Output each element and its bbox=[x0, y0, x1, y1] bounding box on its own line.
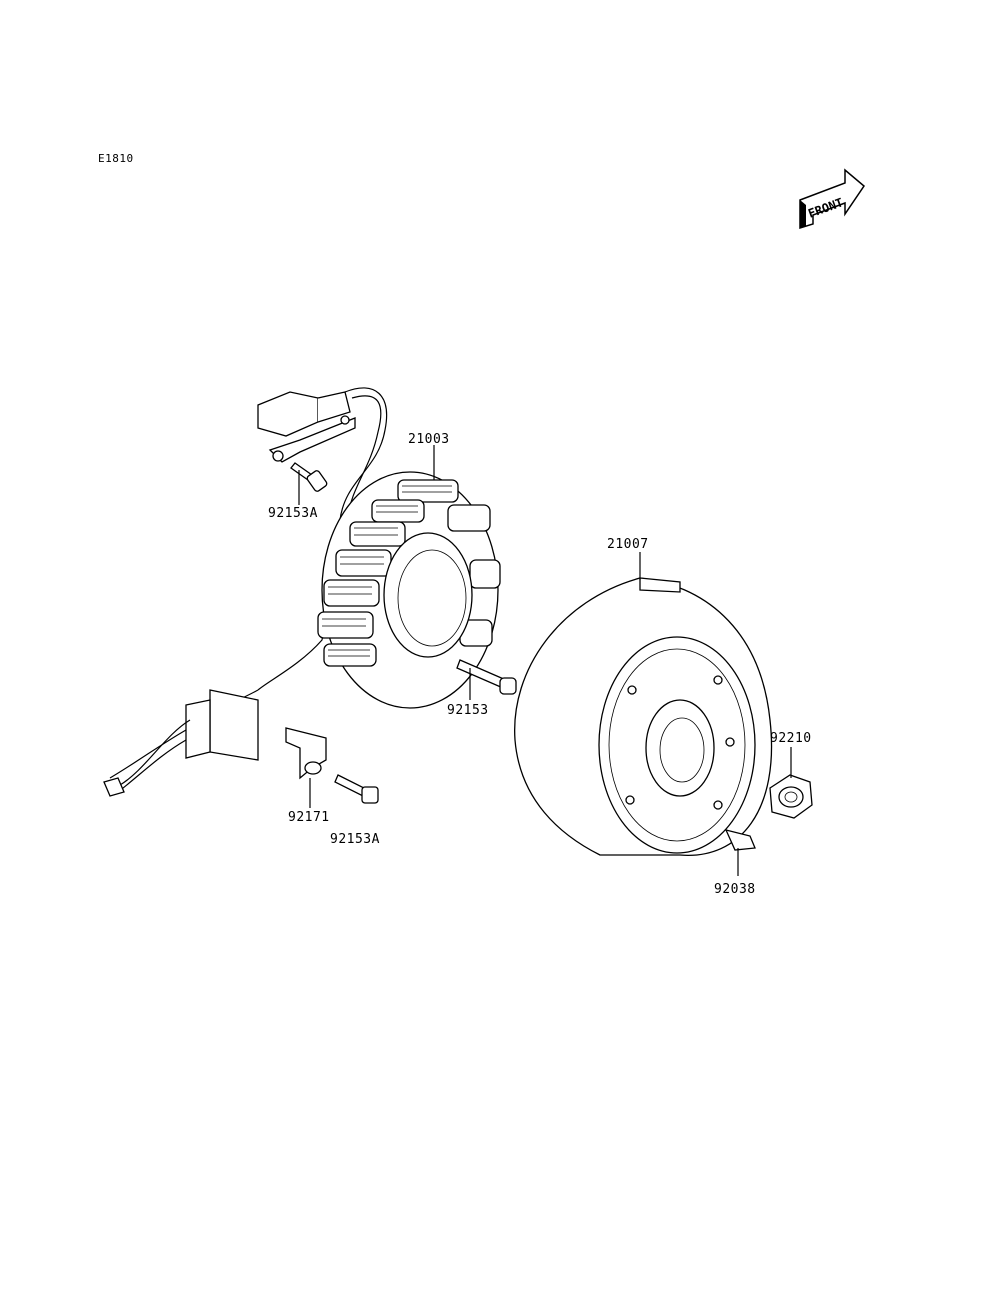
nut-92210 bbox=[769, 774, 813, 819]
part-number-21007: 21007 bbox=[607, 537, 649, 552]
wire-connector bbox=[103, 689, 259, 797]
diagram-code: E1810 bbox=[98, 152, 134, 165]
key-92038 bbox=[724, 829, 756, 851]
part-number-21003: 21003 bbox=[408, 432, 450, 447]
part-number-92153a-bottom: 92153A bbox=[330, 832, 380, 847]
pickup-coil bbox=[257, 391, 356, 463]
part-number-92038: 92038 bbox=[714, 882, 756, 897]
bolt-92153 bbox=[456, 659, 517, 695]
rotor-21007 bbox=[514, 577, 773, 856]
part-number-92171: 92171 bbox=[288, 810, 330, 825]
part-number-92210: 92210 bbox=[770, 731, 812, 746]
bracket-92171 bbox=[285, 727, 327, 780]
leader-lines bbox=[298, 445, 792, 876]
front-arrow-icon: FRONT bbox=[799, 168, 866, 230]
part-number-92153: 92153 bbox=[447, 703, 489, 718]
part-number-92153a-top: 92153A bbox=[268, 506, 318, 521]
bolt-92153a-top bbox=[290, 462, 328, 492]
bolt-92153a-bottom bbox=[334, 774, 379, 804]
stator-21003 bbox=[257, 387, 501, 709]
